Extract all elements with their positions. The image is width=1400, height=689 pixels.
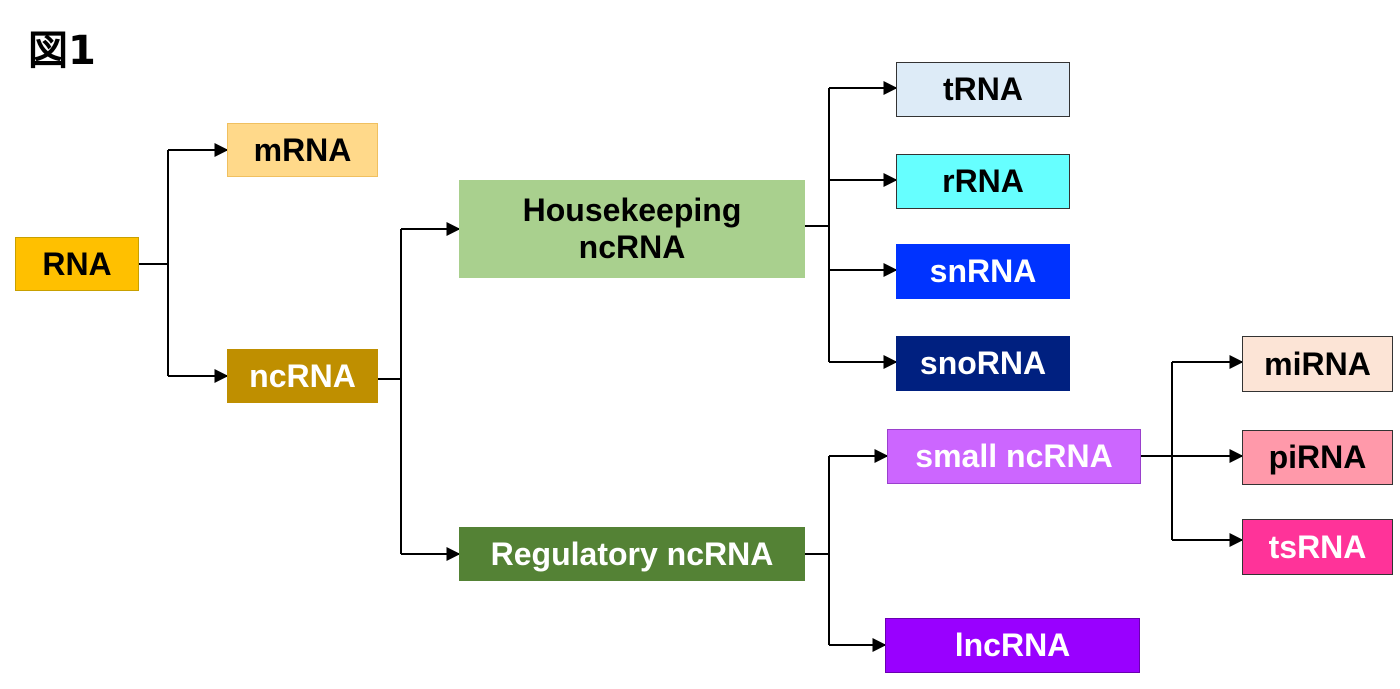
node-tsrna: tsRNA — [1242, 519, 1393, 575]
node-small-ncrna: small ncRNA — [887, 429, 1141, 484]
node-lncrna: lncRNA — [885, 618, 1140, 673]
node-regulatory-ncrna: Regulatory ncRNA — [459, 527, 805, 581]
node-housekeeping-ncrna: Housekeeping ncRNA — [459, 180, 805, 278]
node-mrna: mRNA — [227, 123, 378, 177]
node-trna: tRNA — [896, 62, 1070, 117]
node-ncrna: ncRNA — [227, 349, 378, 403]
figure-label: 図1 — [28, 28, 96, 74]
node-pirna: piRNA — [1242, 430, 1393, 485]
node-mirna: miRNA — [1242, 336, 1393, 392]
node-snrna: snRNA — [896, 244, 1070, 299]
node-snorna: snoRNA — [896, 336, 1070, 391]
node-rrna: rRNA — [896, 154, 1070, 209]
node-rna: RNA — [15, 237, 139, 291]
